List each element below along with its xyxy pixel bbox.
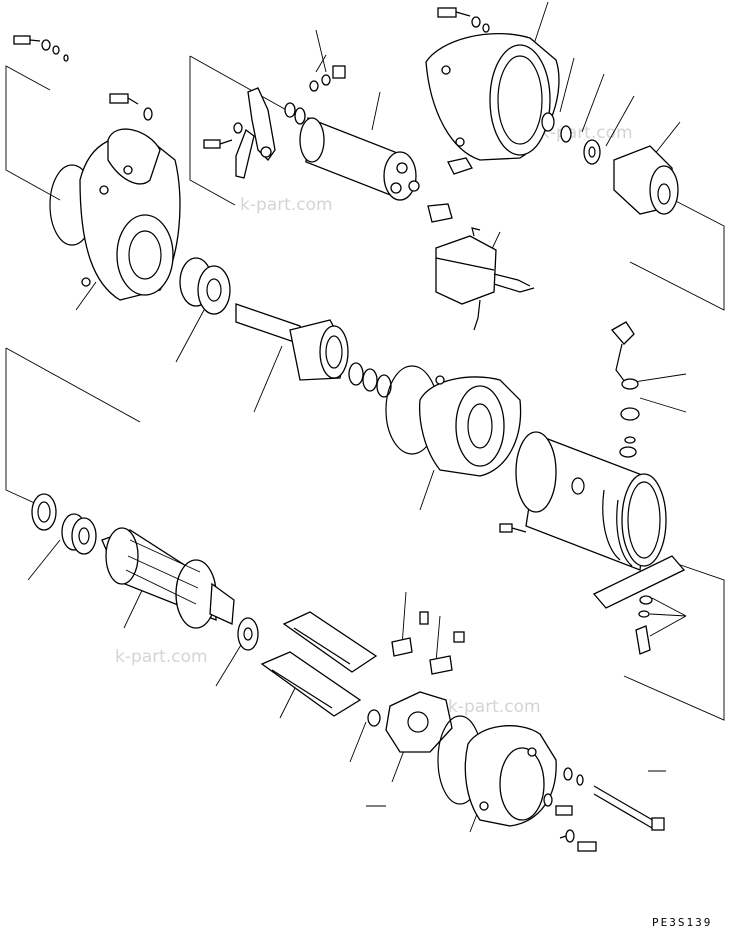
bolt-washer-set-1 [13,35,69,62]
rear-cover-fasteners [543,767,597,852]
solenoid-switch [284,102,420,201]
retaining-ring [367,709,381,727]
drawing-code: PE3S139 [652,916,712,929]
center-bracket [385,365,522,477]
solenoid-nut-washer [309,65,346,92]
bolt-washer-set-3 [203,122,243,149]
through-bolt [593,785,665,831]
rear-bearing [237,617,259,651]
watermark-3: k-part.com [115,647,208,667]
group-bracket-lines [5,55,725,721]
drive-housing [49,128,181,301]
pinion-clutch [613,145,679,215]
brush-holder [385,691,453,753]
brush-cover-lower [260,651,362,717]
starter-relay [435,227,535,331]
thrust-washer [31,493,57,531]
shift-lever [235,87,276,179]
ball-bearing-rear [61,513,97,555]
armature [101,527,235,629]
yoke-screw [499,523,527,533]
pinion-small-parts [541,112,601,165]
front-bracket [425,32,560,161]
gear-washers [348,362,392,398]
bolt-washer-set-4 [437,7,490,33]
rear-cover [437,715,557,827]
yoke-assembly [515,431,667,571]
watermark-1: k-part.com [240,195,333,215]
brush-cover-upper [282,611,378,673]
bolt-washer-set-2 [109,93,153,121]
pinion-shaft [235,303,349,381]
field-terminal-plate [592,555,686,655]
brush-clips [391,611,465,675]
terminal-cap-and-lead [610,321,640,458]
terminal-connectors [427,157,473,223]
ball-bearing-front [179,257,231,315]
watermark-4: k-part.com [448,697,541,717]
